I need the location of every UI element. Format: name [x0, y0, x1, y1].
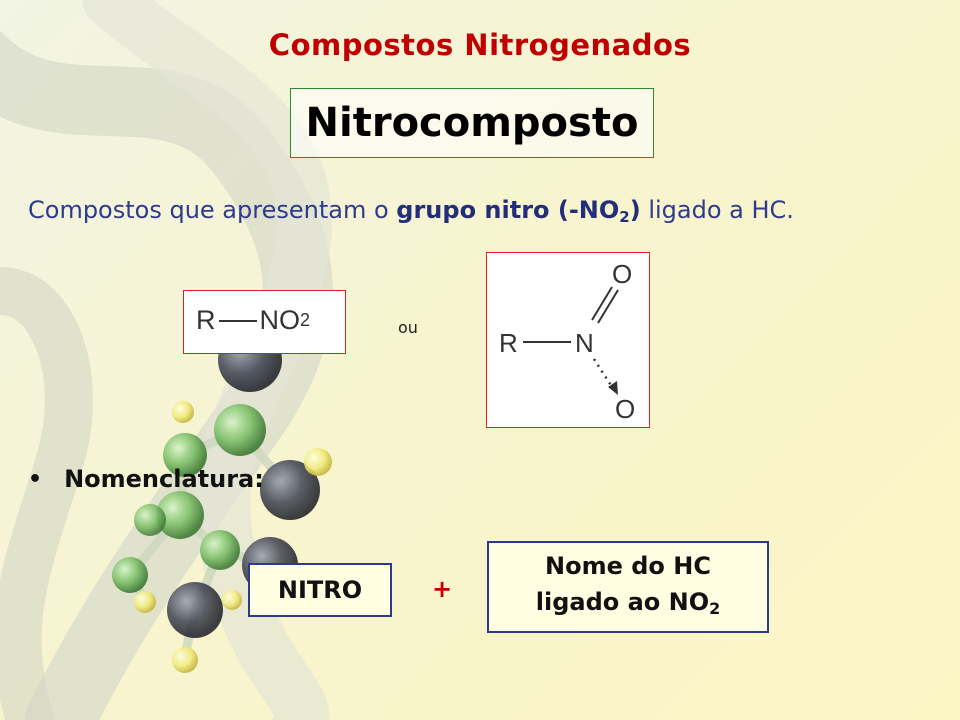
hc-subscript: 2	[709, 598, 721, 618]
page-title: Compostos Nitrogenados	[268, 28, 692, 62]
hc-line-2: ligado ao NO2	[535, 587, 721, 618]
double-bond-line-1	[591, 286, 613, 321]
formula-subscript: 2	[300, 310, 311, 330]
nitro-box: NITRO	[248, 563, 392, 617]
atom-n: N	[575, 328, 594, 358]
formula-r: R	[196, 305, 216, 335]
nitro-structure-diagram: R N O O	[499, 259, 635, 424]
nomenclature-bullet: • Nomenclatura:	[28, 465, 264, 493]
formula-group: NO	[259, 305, 301, 335]
hc-line-1: Nome do HC	[545, 551, 711, 580]
bullet-dot: •	[28, 466, 43, 492]
double-bond-line-2	[597, 289, 619, 324]
hc-name-box: Nome do HC ligado ao NO2	[487, 541, 769, 633]
atom-r: R	[499, 328, 518, 358]
structure-box: R N O O	[486, 252, 650, 428]
nomenclature-label: Nomenclatura:	[64, 465, 264, 493]
single-bond	[218, 319, 257, 322]
definition-text: Compostos que apresentam o grupo nitro (…	[28, 196, 938, 226]
subtitle-box: Nitrocomposto	[290, 88, 654, 158]
definition-before: Compostos que apresentam o	[28, 196, 397, 224]
definition-subscript: 2	[619, 208, 630, 226]
definition-bold: grupo nitro (-NO2)	[396, 196, 641, 226]
atom-o-top: O	[612, 259, 632, 289]
or-label: ou	[398, 318, 418, 337]
coordinate-bond	[592, 358, 614, 388]
subtitle-text: Nitrocomposto	[305, 100, 639, 146]
definition-after: ligado a HC.	[640, 196, 794, 224]
nitro-label: NITRO	[277, 576, 363, 604]
arrow-head	[608, 381, 618, 395]
plus-sign: +	[432, 575, 453, 603]
atom-o-bottom: O	[615, 394, 635, 424]
